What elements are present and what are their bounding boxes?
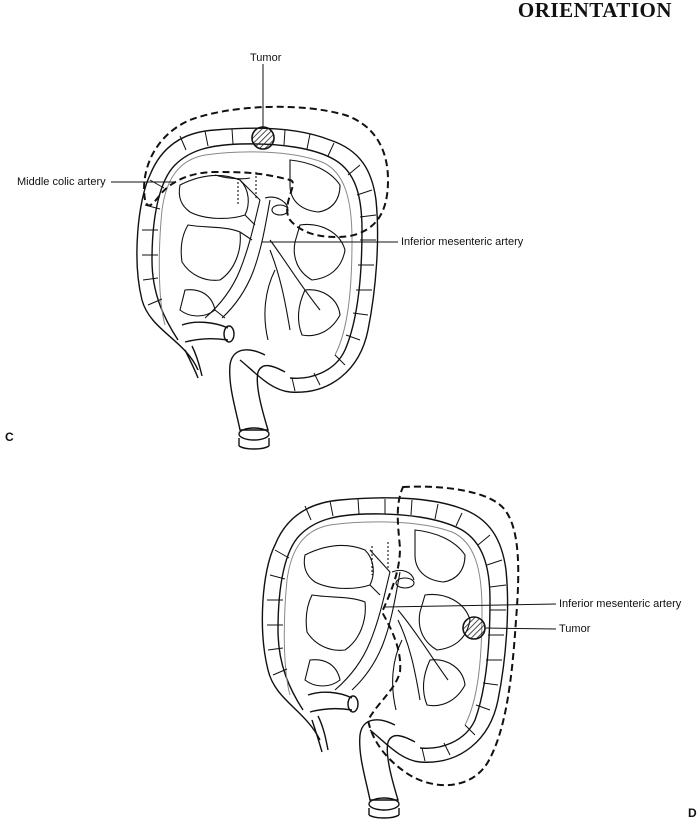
panel-c-colon [129,121,385,450]
middle-colic-artery-label: Middle colic artery [17,176,106,188]
panel-letter-c: C [5,430,14,444]
panel-c-vessels [178,159,346,341]
panel-letter-d: D [688,806,697,820]
inferior-mesenteric-artery-label-c: Inferior mesenteric artery [401,236,524,248]
page-title: ORIENTATION [517,0,672,22]
panel-c-leaders [111,64,398,243]
tumor-marker-c [251,126,275,150]
resection-boundary-d [366,485,520,787]
panel-d-leaders [384,603,557,630]
inferior-mesenteric-artery-label-d: Inferior mesenteric artery [559,598,682,610]
tumor-label-d: Tumor [559,623,591,635]
panel-d-colon [261,497,509,819]
tumor-label-c: Tumor [250,52,282,64]
tumor-marker-d [462,616,486,640]
resection-boundary-c [143,105,390,238]
panel-d-vessels [303,529,471,711]
